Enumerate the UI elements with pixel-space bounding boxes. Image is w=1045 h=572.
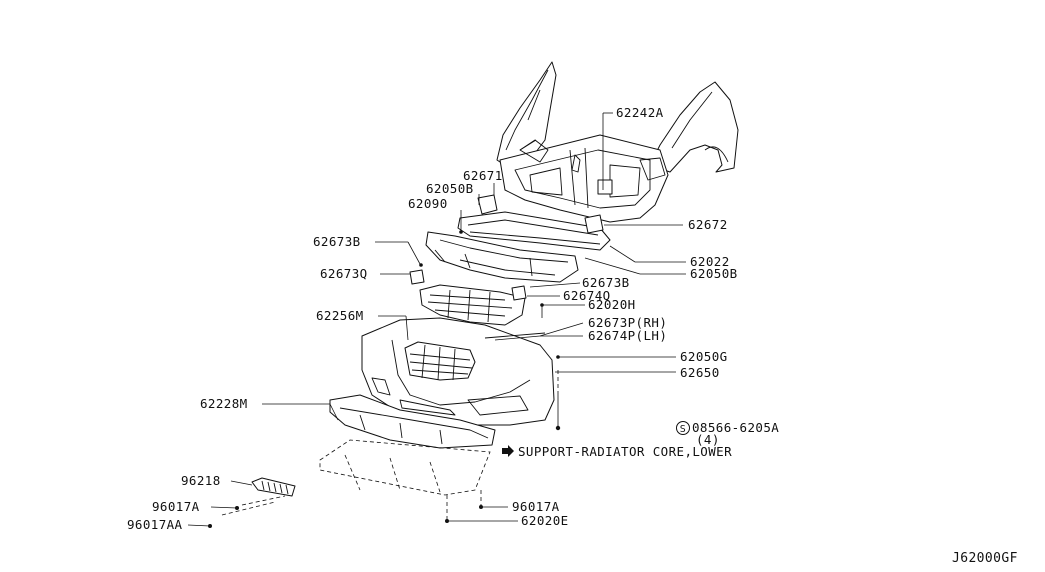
label-08566-qty: (4) bbox=[696, 432, 720, 447]
label-62050G: 62050G bbox=[680, 349, 728, 364]
label-62228M: 62228M bbox=[200, 396, 248, 411]
svg-text:S: S bbox=[680, 424, 686, 435]
label-96017AA: 96017AA bbox=[127, 517, 183, 532]
label-62672: 62672 bbox=[688, 217, 728, 232]
label-62673B-right: 62673B bbox=[582, 275, 630, 290]
label-62090: 62090 bbox=[408, 196, 448, 211]
label-96017A-right: 96017A bbox=[512, 499, 560, 514]
label-62650: 62650 bbox=[680, 365, 720, 380]
label-62020E: 62020E bbox=[521, 513, 569, 528]
label-62020H: 62020H bbox=[588, 297, 636, 312]
label-support-radiator-core: SUPPORT-RADIATOR CORE,LOWER bbox=[518, 444, 732, 459]
lower-cover-drawing bbox=[319, 394, 496, 496]
small-parts-drawing bbox=[208, 477, 296, 528]
label-62674Q: 62674Q bbox=[563, 288, 611, 303]
label-62671: 62671 bbox=[463, 168, 503, 183]
diagram-code: J62000GF bbox=[952, 551, 1018, 566]
label-62022: 62022 bbox=[690, 254, 730, 269]
label-62673Q: 62673Q bbox=[320, 266, 368, 281]
label-96017A-left: 96017A bbox=[152, 499, 200, 514]
label-62674P: 62674P(LH) bbox=[588, 328, 667, 343]
upper-retainer-drawing bbox=[425, 231, 579, 283]
label-62050B-upper: 62050B bbox=[426, 181, 474, 196]
label-08566-6205A: 08566-6205A bbox=[692, 420, 779, 435]
radiator-core-support-drawing bbox=[496, 61, 739, 223]
bumper-reinforcement-drawing bbox=[457, 194, 611, 251]
leader-lines bbox=[187, 112, 686, 527]
label-62242A: 62242A bbox=[616, 105, 664, 120]
label-62673P: 62673P(RH) bbox=[588, 315, 667, 330]
label-62256M: 62256M bbox=[316, 308, 364, 323]
bumper-fascia-drawing bbox=[361, 317, 555, 426]
label-62050B-right: 62050B bbox=[690, 266, 738, 281]
label-62673B-left: 62673B bbox=[313, 234, 361, 249]
radiator-grille-drawing bbox=[409, 269, 527, 326]
label-96218: 96218 bbox=[181, 473, 221, 488]
screw-symbol-icon: S bbox=[676, 421, 690, 435]
support-arrow bbox=[502, 445, 514, 457]
